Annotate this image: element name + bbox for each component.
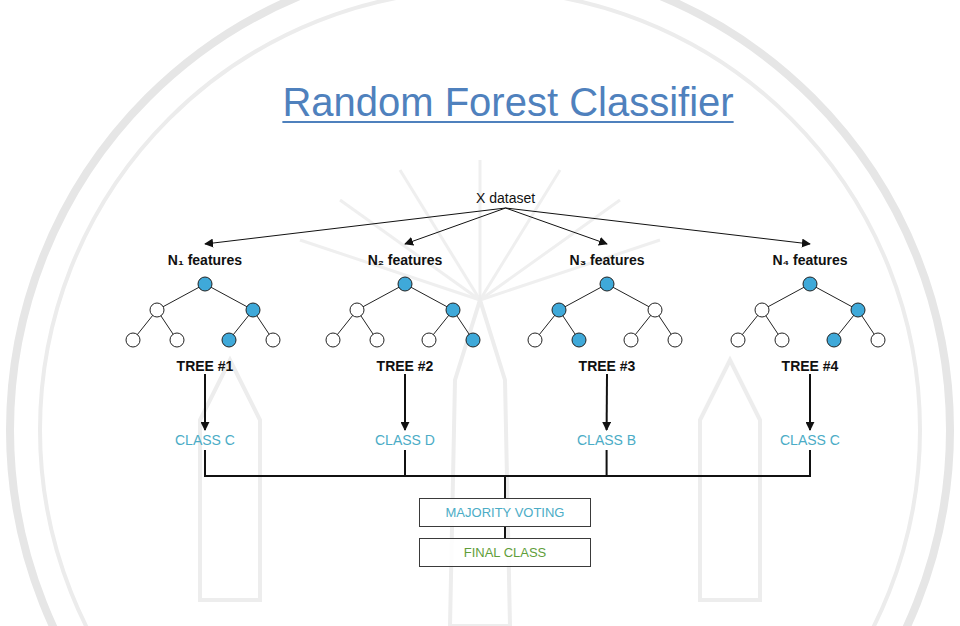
tree-node-circle	[326, 333, 340, 347]
tree-branch	[810, 284, 858, 310]
class-output: CLASS D	[371, 430, 439, 450]
voting-box: MAJORITY VOTING	[419, 498, 591, 527]
decision-tree: N₁ featuresTREE #1	[105, 244, 305, 374]
tree-node-circle	[266, 333, 280, 347]
connector	[405, 208, 506, 244]
tree-node-circle	[350, 303, 364, 317]
tree-node-circle	[126, 333, 140, 347]
node-text: CLASS C	[780, 432, 840, 448]
decision-tree-graphic	[710, 270, 910, 354]
tree-branch	[205, 284, 253, 310]
tree-node-circle	[528, 333, 542, 347]
tree-node-circle	[803, 277, 817, 291]
feature-subset-label: N₁ features	[105, 252, 305, 268]
tree-name: TREE #2	[305, 358, 505, 374]
node-text: CLASS D	[375, 432, 435, 448]
tree-name: TREE #3	[507, 358, 707, 374]
decision-tree-graphic	[305, 270, 505, 354]
node-text: CLASS C	[175, 432, 235, 448]
seal-tower	[200, 360, 260, 600]
diagram-title: Random Forest Classifier	[0, 80, 960, 125]
connector	[506, 208, 810, 244]
seal-ray	[479, 160, 482, 300]
connector	[405, 450, 505, 498]
tree-node-circle	[668, 333, 682, 347]
tree-node-circle	[871, 333, 885, 347]
feature-subset-label: N₃ features	[507, 252, 707, 268]
dataset-label: X dataset	[472, 188, 539, 208]
decision-tree-graphic	[105, 270, 305, 354]
connector	[809, 374, 811, 430]
class-output: CLASS C	[171, 430, 239, 450]
decision-tree: N₂ featuresTREE #2	[305, 244, 505, 374]
decision-tree-graphic	[507, 270, 707, 354]
tree-branch	[405, 284, 453, 310]
tree-branch	[157, 284, 205, 310]
tree-node-circle	[755, 303, 769, 317]
seal-ray	[400, 170, 480, 300]
seal-ray	[340, 200, 480, 300]
tree-node-circle	[827, 333, 841, 347]
result-box: FINAL CLASS	[419, 538, 591, 567]
seal-ray	[300, 240, 480, 300]
tree-node-circle	[198, 277, 212, 291]
tree-node-circle	[246, 303, 260, 317]
connector	[506, 208, 607, 244]
connector	[404, 374, 406, 430]
tree-node-circle	[851, 303, 865, 317]
tree-node-circle	[398, 277, 412, 291]
tree-node-circle	[150, 303, 164, 317]
tree-node-circle	[446, 303, 460, 317]
class-output: CLASS B	[573, 430, 640, 450]
tree-node-circle	[222, 333, 236, 347]
seal-ray	[480, 170, 560, 300]
tree-node-circle	[731, 333, 745, 347]
node-text: MAJORITY VOTING	[430, 505, 580, 520]
connector	[204, 374, 206, 430]
seal-spire	[450, 300, 510, 626]
tree-branch	[607, 284, 655, 310]
feature-subset-label: N₄ features	[710, 252, 910, 268]
node-text: X dataset	[476, 190, 535, 206]
tree-node-circle	[466, 333, 480, 347]
seal-ray	[480, 200, 620, 300]
seal-ray	[480, 240, 660, 300]
tree-node-circle	[600, 277, 614, 291]
tree-node-circle	[624, 333, 638, 347]
decision-tree: N₄ featuresTREE #4	[710, 244, 910, 374]
node-text: FINAL CLASS	[430, 545, 580, 560]
tree-node-circle	[370, 333, 384, 347]
seal-rays	[300, 160, 660, 300]
tree-name: TREE #4	[710, 358, 910, 374]
tree-node-circle	[572, 333, 586, 347]
tree-node-circle	[552, 303, 566, 317]
tree-branch	[559, 284, 607, 310]
tree-node-circle	[648, 303, 662, 317]
connector	[505, 450, 810, 498]
connector	[205, 450, 505, 498]
tree-node-circle	[422, 333, 436, 347]
tree-node-circle	[170, 333, 184, 347]
connector	[205, 208, 506, 244]
connector	[504, 527, 506, 538]
tree-node-circle	[775, 333, 789, 347]
connector	[505, 450, 607, 498]
feature-subset-label: N₂ features	[305, 252, 505, 268]
decision-tree: N₃ featuresTREE #3	[507, 244, 707, 374]
node-text: CLASS B	[577, 432, 636, 448]
tree-branch	[357, 284, 405, 310]
class-output: CLASS C	[776, 430, 844, 450]
seal-tower	[700, 360, 760, 600]
connector	[606, 374, 608, 430]
tree-name: TREE #1	[105, 358, 305, 374]
tree-branch	[762, 284, 810, 310]
